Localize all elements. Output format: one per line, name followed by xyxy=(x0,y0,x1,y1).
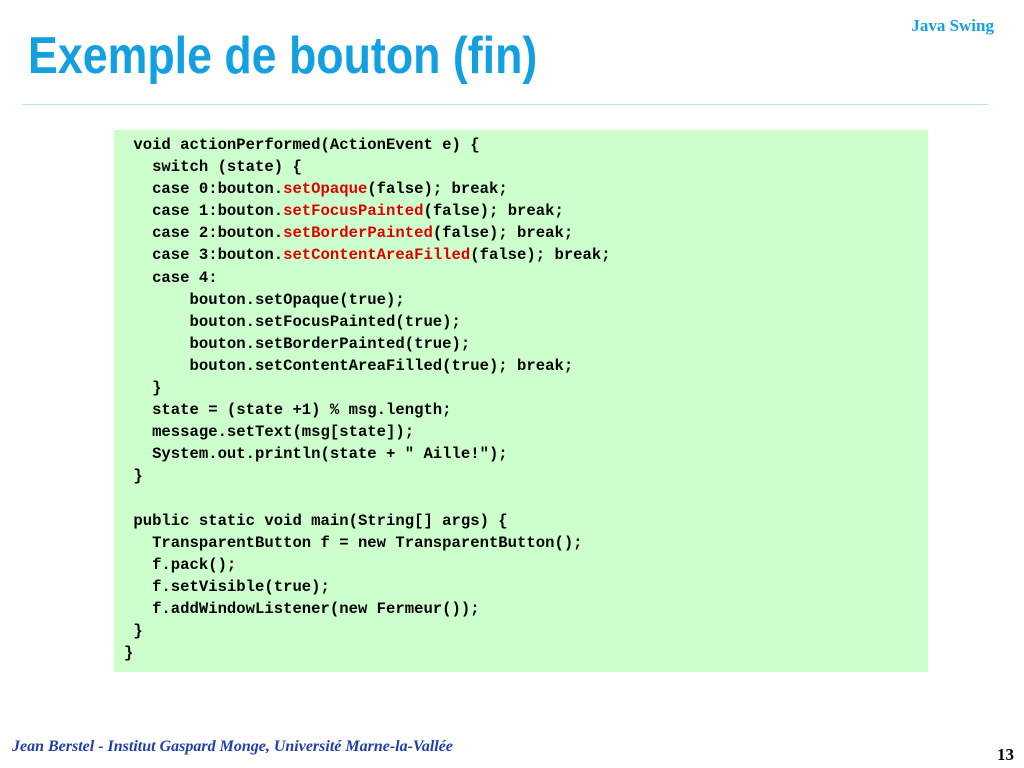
code-line: TransparentButton f = new TransparentBut… xyxy=(124,532,928,554)
code-text: case 4: xyxy=(124,268,218,287)
code-highlight: setFocusPainted xyxy=(283,202,424,221)
code-text: System.out.println(state + " Aille!"); xyxy=(124,445,508,464)
code-line: bouton.setFocusPainted(true); xyxy=(124,311,928,333)
code-text: TransparentButton f = new TransparentBut… xyxy=(124,533,583,552)
code-line: bouton.setBorderPainted(true); xyxy=(124,333,928,355)
code-line: public static void main(String[] args) { xyxy=(124,510,928,532)
code-line: f.pack(); xyxy=(124,554,928,576)
code-line: bouton.setOpaque(true); xyxy=(124,289,928,311)
code-line: void actionPerformed(ActionEvent e) { xyxy=(124,134,928,156)
code-line: } xyxy=(124,620,928,642)
code-text: bouton.setOpaque(true); xyxy=(124,290,405,309)
code-text: (false); break; xyxy=(367,180,508,199)
title-divider xyxy=(22,104,988,105)
code-highlight: setContentAreaFilled xyxy=(283,246,471,265)
code-text: message.setText(msg[state]); xyxy=(124,423,415,442)
code-block: void actionPerformed(ActionEvent e) { sw… xyxy=(114,130,928,672)
code-text: switch (state) { xyxy=(124,158,302,177)
code-line: } xyxy=(124,465,928,487)
code-text: f.addWindowListener(new Fermeur()); xyxy=(124,599,480,618)
code-text: void actionPerformed(ActionEvent e) { xyxy=(124,136,480,154)
code-line: f.addWindowListener(new Fermeur()); xyxy=(124,598,928,620)
footer-author: Jean Berstel - Institut Gaspard Monge, U… xyxy=(12,738,453,755)
code-line: case 3:bouton.setContentAreaFilled(false… xyxy=(124,244,928,266)
code-line: case 0:bouton.setOpaque(false); break; xyxy=(124,178,928,200)
code-line: case 2:bouton.setBorderPainted(false); b… xyxy=(124,222,928,244)
code-text: case 2:bouton. xyxy=(124,224,284,243)
page-number: 13 xyxy=(997,745,1014,764)
code-line: bouton.setContentAreaFilled(true); break… xyxy=(124,355,928,377)
code-line: } xyxy=(124,377,928,399)
code-text: f.setVisible(true); xyxy=(124,577,330,596)
code-text: case 1:bouton. xyxy=(124,202,284,221)
code-highlight: setOpaque xyxy=(283,180,368,199)
slide-title: Exemple de bouton (fin) xyxy=(28,27,538,85)
code-text: bouton.setBorderPainted(true); xyxy=(124,334,471,353)
code-line xyxy=(124,488,928,510)
code-line: f.setVisible(true); xyxy=(124,576,928,598)
code-text: f.pack(); xyxy=(124,555,237,574)
code-line: System.out.println(state + " Aille!"); xyxy=(124,443,928,465)
code-text: bouton.setContentAreaFilled(true); break… xyxy=(124,356,574,375)
code-line: switch (state) { xyxy=(124,156,928,178)
code-line: state = (state +1) % msg.length; xyxy=(124,399,928,421)
code-text: case 0:bouton. xyxy=(124,180,284,199)
code-text: case 3:bouton. xyxy=(124,246,284,265)
code-line: case 1:bouton.setFocusPainted(false); br… xyxy=(124,200,928,222)
code-text: bouton.setFocusPainted(true); xyxy=(124,312,461,331)
code-highlight: setBorderPainted xyxy=(283,224,433,243)
code-text: } xyxy=(124,622,143,641)
code-text: (false); break; xyxy=(470,246,611,265)
code-line: case 4: xyxy=(124,267,928,289)
code-line: } xyxy=(124,642,928,664)
code-text: (false); break; xyxy=(432,224,574,243)
code-text: } xyxy=(124,644,134,663)
code-line: message.setText(msg[state]); xyxy=(124,421,928,443)
code-text: public static void main(String[] args) { xyxy=(124,511,508,530)
header-course-tag: Java Swing xyxy=(911,16,994,35)
code-text: state = (state +1) % msg.length; xyxy=(124,401,452,420)
code-text: } xyxy=(124,467,143,486)
code-text: } xyxy=(124,379,162,398)
code-text: (false); break; xyxy=(423,202,564,221)
